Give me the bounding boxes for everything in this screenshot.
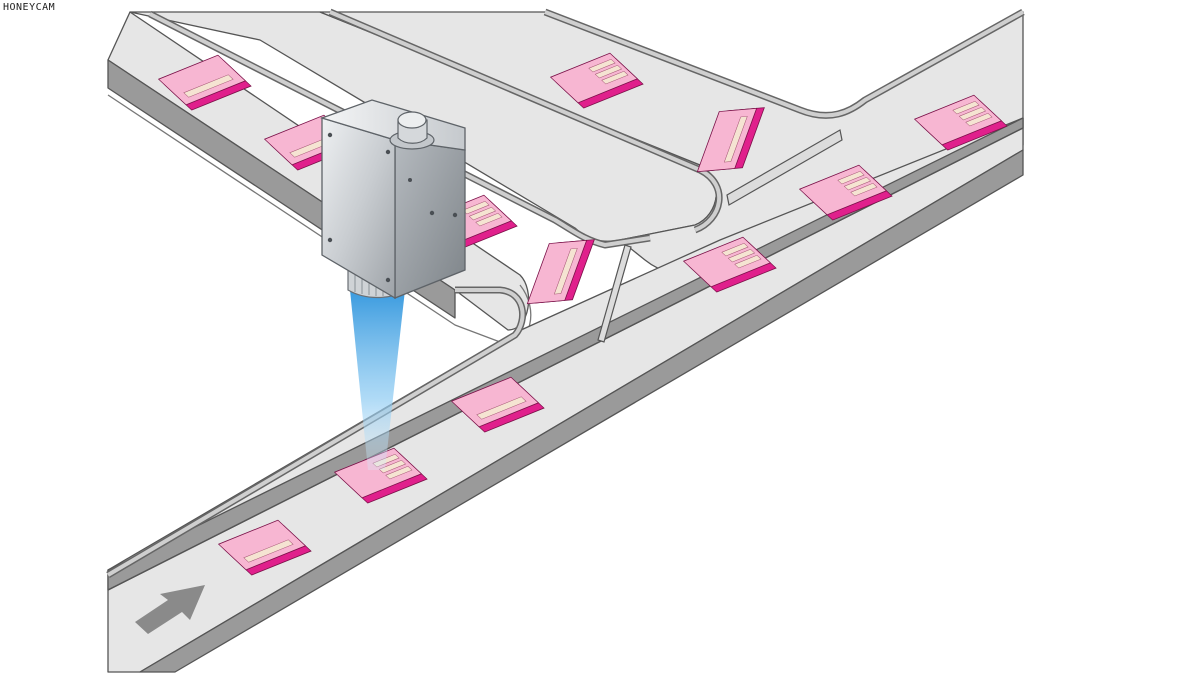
product-label-stripe	[952, 100, 980, 115]
camera-icon	[319, 99, 466, 470]
loop-rail-right-hl	[544, 10, 1024, 118]
product-item	[217, 519, 312, 576]
product-item	[913, 94, 1008, 151]
product-label-stripe	[837, 170, 865, 185]
guide-rail-hl	[106, 288, 525, 577]
diverter-gates	[597, 129, 843, 343]
product-label-stripe	[385, 465, 413, 480]
product-label-band	[553, 248, 578, 295]
product-item	[157, 54, 252, 111]
product-label-band	[183, 74, 234, 98]
product-label-stripe	[850, 182, 878, 197]
product-label-stripe	[378, 459, 407, 474]
product-top	[450, 376, 540, 428]
product-item	[333, 447, 428, 504]
product-top	[682, 236, 772, 288]
conveyor-system	[106, 8, 1025, 673]
product-label-band	[476, 396, 527, 420]
product-label-stripe	[475, 212, 503, 227]
product-top	[217, 519, 307, 571]
product-label-stripe	[594, 64, 623, 79]
product-label-stripe	[734, 254, 762, 269]
product-top	[157, 54, 247, 106]
product-top	[549, 52, 639, 104]
product-item	[450, 376, 545, 433]
watermark: HONEYCAM	[3, 2, 56, 13]
product-label-band	[723, 116, 748, 163]
product-label-stripe	[965, 112, 993, 127]
product-label-stripe	[721, 242, 749, 257]
product-label-stripe	[468, 206, 497, 221]
product-top	[333, 447, 423, 499]
diverter-plate-lower	[597, 244, 632, 343]
product-item	[526, 239, 595, 305]
product-item	[696, 107, 765, 173]
product-label-band	[243, 539, 294, 563]
diverter-plate-upper	[726, 129, 843, 206]
product-item	[798, 164, 893, 221]
product-label-stripe	[588, 58, 616, 73]
direction-arrow-icon	[135, 585, 205, 634]
product-top	[798, 164, 888, 216]
loop-rail-inner-hl	[149, 12, 651, 247]
product-top	[913, 94, 1003, 146]
product-label-stripe	[727, 248, 756, 263]
product-label-stripe	[601, 70, 629, 85]
product-label-stripe	[843, 176, 872, 191]
camera-beam	[350, 290, 405, 470]
product-item	[549, 52, 644, 109]
product-item	[682, 236, 777, 293]
product-label-stripe	[958, 106, 987, 121]
